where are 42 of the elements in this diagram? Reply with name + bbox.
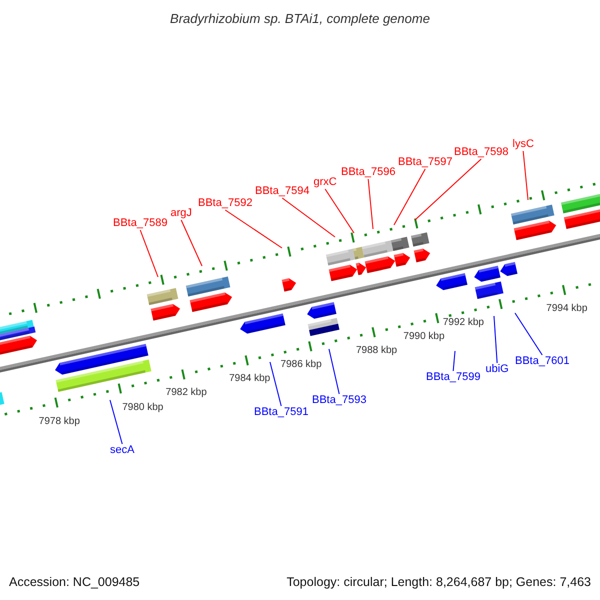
leader-line [328, 348, 340, 394]
leader-line [522, 150, 528, 200]
scale-label: 7982 kbp [166, 387, 207, 400]
gene-label: BBta_7594 [255, 185, 310, 198]
gene-label: BBta_7593 [312, 394, 366, 407]
leader-line [452, 350, 456, 372]
leader-line [270, 362, 282, 406]
scale-label: 7994 kbp [546, 303, 588, 316]
gene-label: BBta_7592 [198, 197, 252, 210]
scale-label: 7990 kbp [403, 331, 445, 344]
gene-label: BBta_7589 [113, 217, 168, 230]
gene-label: BBta_7599 [426, 371, 480, 384]
scale-label: 7988 kbp [356, 345, 398, 358]
leader-line [494, 316, 498, 364]
scale-label: 7980 kbp [122, 402, 164, 414]
leader-line [368, 178, 374, 230]
gene-label: secA [110, 444, 134, 457]
gene-label: BBta_7597 [398, 156, 452, 169]
scale-label: 7984 kbp [229, 373, 270, 386]
scale-label: 7978 kbp [38, 416, 80, 428]
footer-text: Topology: circular; Length: 8,264,687 bp; Genes: 7,463 [286, 575, 591, 590]
gene-label: lysC [512, 138, 534, 151]
gene-label: argJ [170, 207, 192, 220]
scale-label: 7986 kbp [280, 359, 322, 372]
gene-label: BBta_7601 [515, 355, 570, 368]
footer-text: Accession: NC_009485 [9, 575, 140, 590]
leader-line [414, 158, 482, 220]
gene-label: BBta_7591 [254, 406, 308, 419]
map-title: Bradyrhizobium sp. BTAi1, complete genome [169, 11, 431, 26]
gene-label: BBta_7598 [454, 146, 508, 159]
leader-line [110, 400, 123, 444]
gene-label: BBta_7596 [341, 166, 396, 179]
leader-line [140, 230, 158, 278]
leader-line [282, 198, 336, 238]
leader-line [180, 220, 202, 266]
leader-line [394, 168, 426, 226]
scale-label: 7992 kbp [442, 317, 484, 330]
leader-line [324, 188, 354, 234]
leader-line [224, 210, 282, 248]
leader-line [514, 312, 543, 356]
gene-label: ubiG [486, 363, 509, 376]
gene-label: grxC [314, 176, 337, 189]
